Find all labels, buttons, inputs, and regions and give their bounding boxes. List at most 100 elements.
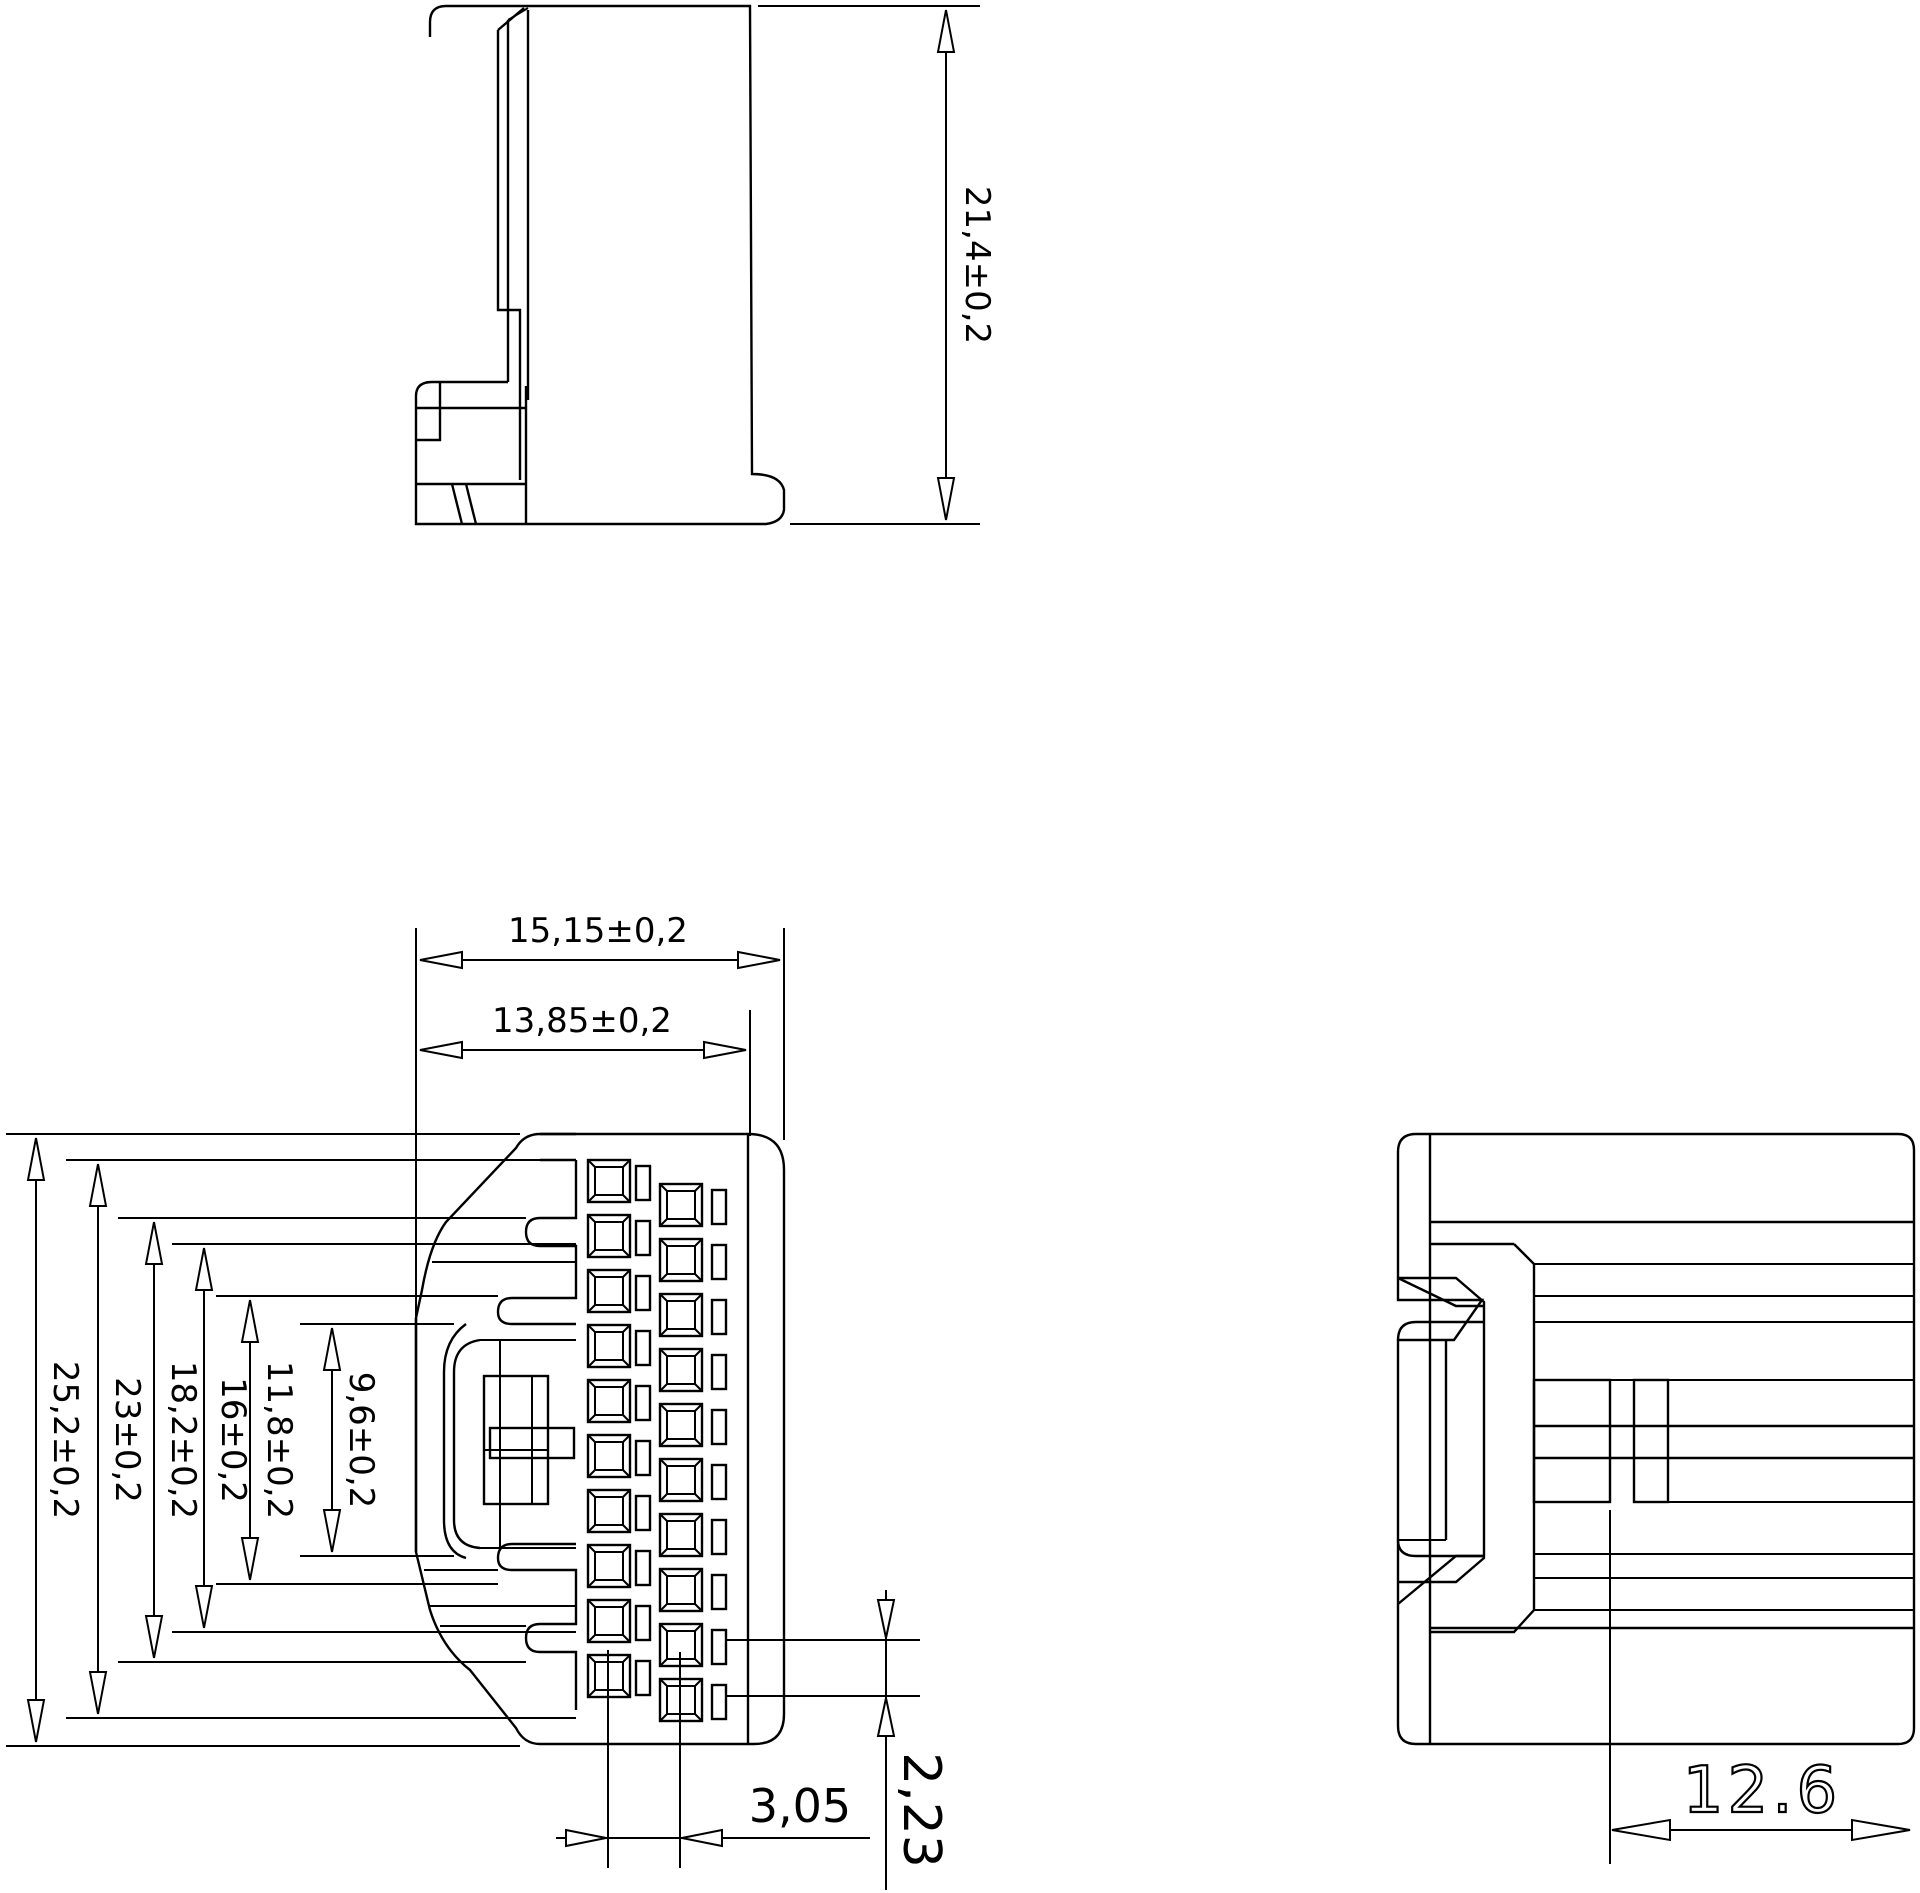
cavity-inner: [666, 1465, 696, 1495]
cavity-bevel: [694, 1713, 703, 1722]
cavity-slot: [634, 1659, 652, 1697]
cavity-bevel: [659, 1513, 668, 1522]
dim-arrow-up: [322, 1327, 342, 1371]
cavity-bevel: [622, 1194, 631, 1203]
cavity-bevel: [659, 1438, 668, 1447]
cavity-slot: [710, 1353, 728, 1391]
cavity-slot: [634, 1384, 652, 1422]
cavity-bevel: [659, 1273, 668, 1282]
dim-arrow-down: [876, 1599, 896, 1639]
dim-arrow-left: [681, 1828, 723, 1848]
cavity-inner: [594, 1276, 624, 1306]
cavity-bevel: [622, 1159, 631, 1168]
cavity-bevel: [694, 1548, 703, 1557]
cavity-square: [658, 1567, 704, 1613]
cavity-bevel: [622, 1489, 631, 1498]
dim-h-11-8-label: 11,8±0,2: [259, 1361, 299, 1519]
cavity-bevel: [587, 1654, 596, 1663]
cavity-bevel: [659, 1403, 668, 1412]
cavity-bevel: [659, 1328, 668, 1337]
dim-arrow-down: [194, 1585, 214, 1629]
dim-arrow-up: [144, 1221, 164, 1265]
dim-arrow-right: [737, 950, 781, 970]
cavity-slot: [710, 1573, 728, 1611]
cavity-bevel: [694, 1603, 703, 1612]
cavity-bevel: [659, 1658, 668, 1667]
cavity-bevel: [587, 1269, 596, 1278]
cavity-square: [658, 1292, 704, 1338]
cavity-inner: [594, 1551, 624, 1581]
cavity-inner: [666, 1245, 696, 1275]
cavity-slot: [634, 1164, 652, 1202]
right-view: 12.6: [1396, 1132, 1916, 1864]
cavity-bevel: [587, 1359, 596, 1368]
cavity-inner: [666, 1575, 696, 1605]
dim-arrow-up: [876, 1697, 896, 1737]
cavity-inner: [594, 1386, 624, 1416]
cavity-bevel: [694, 1183, 703, 1192]
cavity-inner: [666, 1520, 696, 1550]
cavity-bevel: [694, 1238, 703, 1247]
cavity-slot: [710, 1628, 728, 1666]
cavity-inner: [594, 1221, 624, 1251]
dim-arrow-up: [936, 9, 956, 53]
cavity-bevel: [622, 1599, 631, 1608]
cavity-bevel: [659, 1623, 668, 1632]
cavity-inner: [666, 1300, 696, 1330]
contact-cavity-grid: [586, 1158, 728, 1723]
cavity-bevel: [622, 1324, 631, 1333]
cavity-bevel: [659, 1568, 668, 1577]
cavity-bevel: [622, 1469, 631, 1478]
cavity-bevel: [694, 1293, 703, 1302]
cavity-square: [586, 1158, 632, 1204]
cavity-inner: [594, 1441, 624, 1471]
cavity-bevel: [659, 1238, 668, 1247]
dim-arrow-down: [144, 1615, 164, 1659]
cavity-bevel: [694, 1438, 703, 1447]
cavity-slot: [710, 1188, 728, 1226]
cavity-square: [586, 1378, 632, 1424]
cavity-slot: [710, 1408, 728, 1446]
cavity-square: [658, 1512, 704, 1558]
cavity-bevel: [694, 1383, 703, 1392]
dim-arrow-down: [936, 477, 956, 521]
dim-h-16-label: 16±0,2: [213, 1377, 253, 1503]
cavity-bevel: [587, 1214, 596, 1223]
dim-arrow-right: [565, 1828, 607, 1848]
cavity-bevel: [622, 1579, 631, 1588]
cavity-slot: [634, 1604, 652, 1642]
dim-width-outer-label: 15,15±0,2: [508, 911, 688, 951]
cavity-inner: [594, 1496, 624, 1526]
cavity-slot: [634, 1439, 652, 1477]
cavity-bevel: [587, 1249, 596, 1258]
cavity-bevel: [659, 1293, 668, 1302]
cavity-slot: [710, 1463, 728, 1501]
cavity-square: [658, 1402, 704, 1448]
dim-pitch-x-label: 3,05: [749, 1779, 851, 1833]
dim-arrow-left: [419, 1040, 463, 1060]
cavity-bevel: [622, 1689, 631, 1698]
cavity-bevel: [587, 1469, 596, 1478]
dim-arrow-left: [419, 950, 463, 970]
cavity-bevel: [694, 1568, 703, 1577]
cavity-slot: [634, 1219, 652, 1257]
cavity-bevel: [659, 1493, 668, 1502]
dim-h-25-2-label: 25,2±0,2: [45, 1361, 85, 1519]
cavity-square: [586, 1433, 632, 1479]
cavity-bevel: [694, 1623, 703, 1632]
cavity-bevel: [587, 1489, 596, 1498]
cavity-square: [586, 1543, 632, 1589]
cavity-bevel: [587, 1689, 596, 1698]
cavity-bevel: [622, 1434, 631, 1443]
cavity-bevel: [659, 1458, 668, 1467]
cavity-bevel: [694, 1273, 703, 1282]
cavity-slot: [710, 1298, 728, 1336]
cavity-bevel: [694, 1658, 703, 1667]
cavity-square: [658, 1237, 704, 1283]
cavity-bevel: [694, 1458, 703, 1467]
cavity-square: [586, 1213, 632, 1259]
cavity-bevel: [694, 1403, 703, 1412]
cavity-bevel: [622, 1359, 631, 1368]
dim-arrow-down: [26, 1699, 46, 1743]
